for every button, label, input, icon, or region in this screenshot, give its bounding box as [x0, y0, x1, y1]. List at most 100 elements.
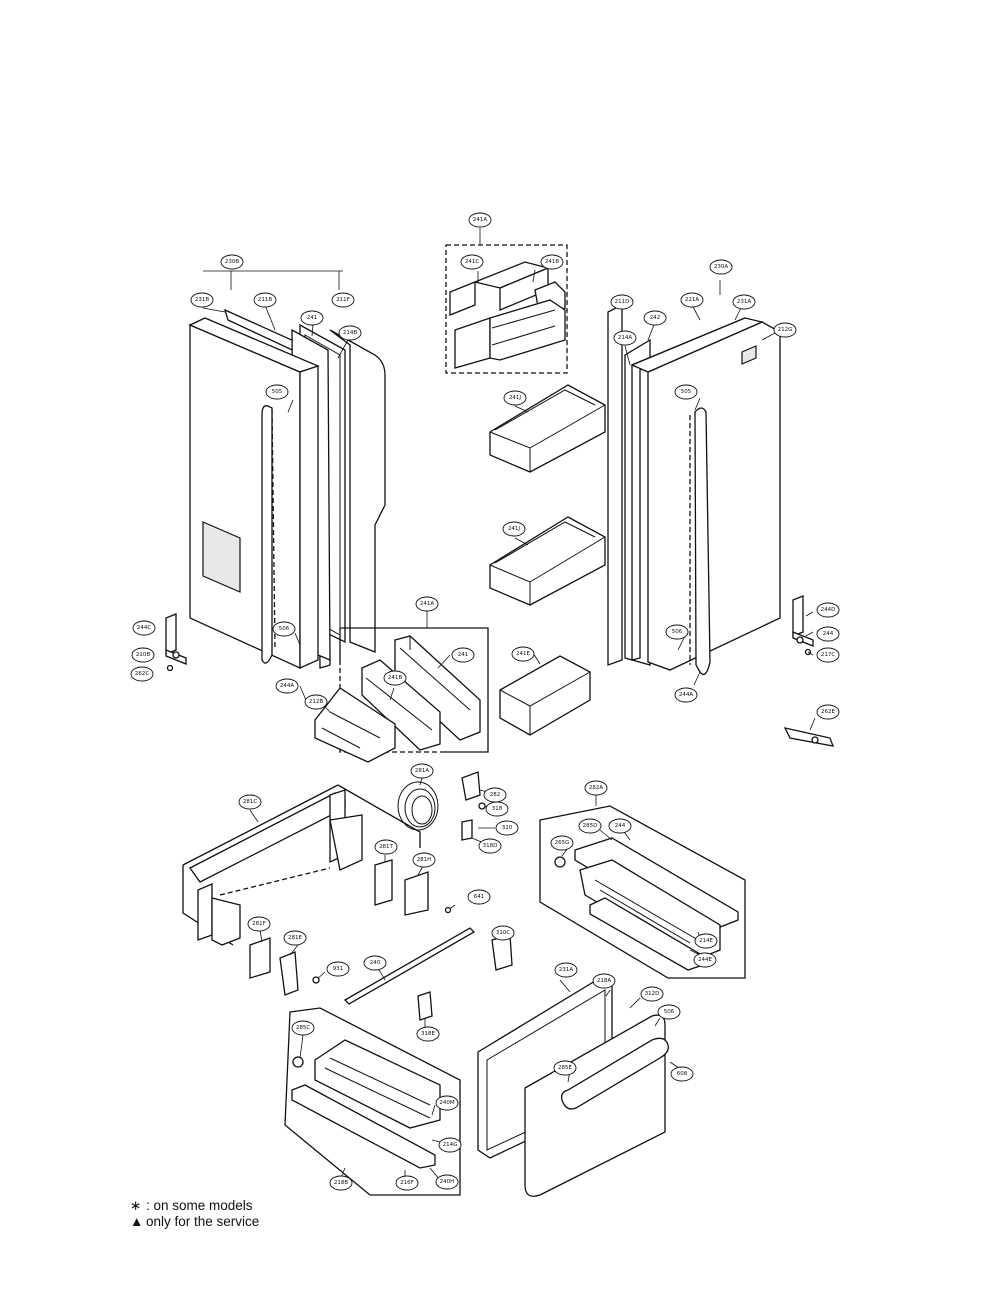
callout-label: 262E: [821, 709, 835, 715]
callout-label: 244D: [821, 607, 836, 613]
callout-bubble: [363, 955, 387, 971]
callout-240: 240: [363, 955, 387, 971]
callout-bubble: [540, 254, 564, 270]
callout-285d: 285D: [578, 818, 602, 834]
right-door-panel: [647, 321, 781, 671]
callout-label: 211B: [258, 297, 272, 303]
callout-bubble: [265, 384, 289, 400]
callout-240m: 240M: [435, 1095, 459, 1111]
callout-bubble: [643, 310, 667, 326]
callout-label: 320: [502, 825, 513, 831]
callout-bubble: [578, 818, 602, 834]
callout-bubble: [665, 624, 689, 640]
callout-bubble: [338, 325, 362, 341]
callout-bubble: [816, 626, 840, 642]
bin-kit-box-bottom: [314, 610, 591, 763]
callout-bubble: [693, 952, 717, 968]
callout-label: 221A: [685, 297, 699, 303]
callout-244-m: 244: [608, 818, 632, 834]
callout-label: 241E: [516, 651, 530, 657]
drawer-front-box: [284, 1007, 461, 1196]
callout-244e: 244E: [693, 952, 717, 968]
callout-bubble: [503, 390, 527, 406]
callout-641: 641: [467, 889, 491, 905]
callout-214a: 214A: [613, 330, 637, 346]
callout-217c: 217C: [816, 647, 840, 663]
callout-label: 240: [370, 960, 381, 966]
callout-label: 318E: [421, 1031, 435, 1037]
callout-label: 505: [272, 389, 283, 395]
callout-218b: 218B: [329, 1175, 353, 1191]
callout-label: 608: [677, 1071, 688, 1077]
callout-bubble: [491, 925, 515, 941]
callout-label: 241J: [508, 526, 520, 532]
right-door-handle: [694, 407, 711, 676]
callout-285c: 285C: [291, 1020, 315, 1036]
callout-211f-l: 211F: [331, 292, 355, 308]
callout-bubble: [283, 930, 307, 946]
callout-505-r: 505: [674, 384, 698, 400]
callout-216f: 216F: [395, 1175, 419, 1191]
callout-bubble: [584, 780, 608, 796]
callout-318e: 318E: [416, 1026, 440, 1042]
callout-931: 931: [326, 961, 350, 977]
callout-506-b: 506: [657, 1004, 681, 1020]
callout-label: 285D: [583, 823, 598, 829]
callout-262e: 262E: [816, 704, 840, 720]
callout-bubble: [592, 973, 616, 989]
callout-241a-top: 241A: [468, 212, 492, 228]
callout-240h: 240H: [435, 1174, 459, 1190]
callout-bubble: [554, 962, 578, 978]
callout-281e: 281E: [283, 930, 307, 946]
callout-242: 242: [643, 310, 667, 326]
callout-bubble: [395, 1175, 419, 1191]
legend-some-models-text: : on some models: [146, 1198, 253, 1213]
callout-label: 241J: [509, 395, 521, 401]
callout-318d: 318D: [478, 838, 502, 854]
callout-label: 244A: [679, 692, 693, 698]
callout-label: 262C: [135, 671, 149, 677]
callout-214g: 214G: [438, 1137, 462, 1153]
callout-bubble: [613, 330, 637, 346]
callout-label: 241: [307, 315, 318, 321]
callout-label: 212G: [778, 327, 793, 333]
callout-bubble: [674, 687, 698, 703]
callout-244d: 244D: [816, 602, 840, 618]
callout-bubble: [674, 384, 698, 400]
callout-label: 281A: [415, 768, 429, 774]
callout-bubble: [816, 704, 840, 720]
door-bins-middle: [489, 384, 606, 606]
callout-bubble: [608, 818, 632, 834]
callout-label: 244: [615, 823, 626, 829]
callout-label: 282A: [589, 785, 603, 791]
callout-bubble: [130, 666, 154, 682]
callout-bubble: [495, 820, 519, 836]
callout-bubble: [326, 961, 350, 977]
callout-bubble: [329, 1175, 353, 1191]
callout-212b: 212B: [304, 694, 328, 710]
callout-bubble: [132, 620, 156, 636]
legend-service: ▲only for the service: [130, 1214, 259, 1230]
callout-244a-l: 244A: [275, 678, 299, 694]
callout-label: 285C: [296, 1025, 310, 1031]
callout-label: 641: [474, 894, 485, 900]
callout-label: 312D: [645, 991, 660, 997]
callout-label: 211F: [336, 297, 350, 303]
callout-bubble: [220, 254, 244, 270]
callout-241-l: 241: [300, 310, 324, 326]
callout-bubble: [412, 852, 436, 868]
drawer-door: [477, 977, 686, 1197]
callout-bubble: [485, 801, 509, 817]
callout-241a-b: 241A: [415, 596, 439, 612]
callout-281t: 281T: [374, 839, 398, 855]
callout-244c: 244C: [132, 620, 156, 636]
callout-bubble: [300, 310, 324, 326]
callout-285e: 285E: [553, 1060, 577, 1076]
freezer-frame-left: [182, 771, 513, 1030]
callout-241e: 241E: [511, 646, 535, 662]
callout-label: 281H: [417, 857, 432, 863]
callout-bubble: [304, 694, 328, 710]
callout-214e: 214E: [694, 933, 718, 949]
callout-label: 230A: [714, 264, 728, 270]
callout-bubble: [773, 322, 797, 338]
